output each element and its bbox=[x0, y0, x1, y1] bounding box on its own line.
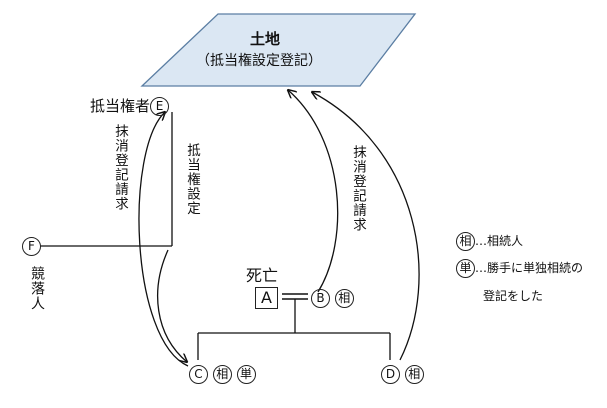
legend-item-heir: 相…相続人 bbox=[456, 232, 523, 251]
person-e-prefix: 抵当権者 bbox=[90, 97, 151, 115]
arrow-d-to-land bbox=[312, 92, 420, 361]
person-e-letter: E bbox=[150, 97, 170, 116]
person-a-letter: A bbox=[255, 287, 278, 309]
person-d: D 相 bbox=[381, 365, 424, 384]
land-title: 土地 bbox=[250, 30, 281, 48]
person-b-letter: B bbox=[311, 289, 330, 308]
arrow-c-to-e bbox=[138, 112, 189, 367]
person-f: F bbox=[22, 237, 41, 256]
person-b: B 相 bbox=[311, 289, 354, 308]
legend-heir-text: …相続人 bbox=[475, 234, 524, 248]
arrow-b-to-land bbox=[288, 90, 339, 293]
person-c-heir-mark: 相 bbox=[212, 365, 232, 384]
person-c: C 相 単 bbox=[189, 365, 256, 384]
person-f-note: 競落人 bbox=[29, 266, 45, 311]
person-c-letter: C bbox=[189, 365, 208, 384]
cancel-request-left-label: 抹消登記請求 bbox=[112, 124, 128, 211]
legend-sole-text: …勝手に単独相続の bbox=[475, 261, 584, 275]
arrow-f-to-c bbox=[157, 249, 187, 362]
land-subtitle: （抵当権設定登記） bbox=[196, 53, 322, 69]
legend-heir-mark: 相 bbox=[456, 232, 475, 251]
cancel-request-right-label: 抹消登記請求 bbox=[350, 145, 366, 232]
person-f-letter: F bbox=[22, 237, 41, 256]
land-parallelogram bbox=[140, 13, 417, 87]
person-d-letter: D bbox=[381, 365, 400, 384]
person-d-heir-mark: 相 bbox=[404, 365, 424, 384]
legend-sole-mark: 単 bbox=[456, 259, 475, 278]
legend-item-sole: 単…勝手に単独相続の bbox=[456, 259, 583, 278]
person-b-heir-mark: 相 bbox=[334, 289, 354, 308]
legend-continuation: 登記をした bbox=[483, 289, 544, 303]
person-c-sole-mark: 単 bbox=[236, 365, 256, 384]
person-a: A bbox=[255, 287, 278, 309]
person-a-status: 死亡 bbox=[246, 266, 279, 285]
mortgage-setup-label: 抵当権設定 bbox=[184, 143, 200, 216]
